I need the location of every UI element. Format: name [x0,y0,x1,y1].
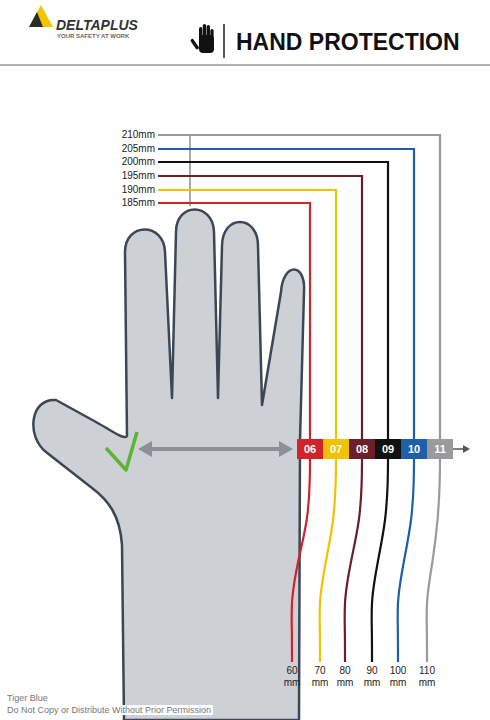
width-label: 100 mm [390,665,407,688]
size-box: 08 [349,439,375,459]
size-box: 11 [427,439,453,459]
size-box: 10 [401,439,427,459]
length-label: 190mm [122,184,155,196]
width-label: 70 mm [312,665,329,688]
page-title: HAND PROTECTION [236,29,460,55]
brand-tagline: YOUR SAFETY AT WORK [57,33,129,40]
size-number: 07 [330,444,342,455]
length-label: 210mm [122,129,155,141]
brand-name: DELTAPLUS [56,17,138,33]
width-label: 60 mm [284,665,301,688]
hand-icon [190,24,214,53]
size-line [158,162,388,662]
size-number: 08 [356,444,368,455]
length-label: 205mm [122,143,155,155]
size-number: 06 [304,444,316,455]
header-divider [223,24,225,58]
size-number: 10 [408,444,420,455]
palm-width-arrow [138,441,293,457]
size-box: 06 [297,439,323,459]
finger-length-leader [190,135,191,206]
size-line [158,149,414,662]
size-box: 09 [375,439,401,459]
size-box: 07 [323,439,349,459]
copyright-note: Do Not Copy or Distribute Without Prior … [5,705,213,715]
size-line [158,203,310,662]
thumb-crotch-marker [106,432,137,470]
size-number: 09 [382,444,394,455]
width-label: 110 mm [419,665,436,688]
logo-triangle-dark [29,12,43,27]
product-name: Tiger Blue [5,693,50,703]
size-arrow [453,445,470,453]
length-label: 195mm [122,170,155,182]
glove-outline [33,210,304,720]
logo-triangle [29,5,53,27]
length-label: 185mm [122,197,155,209]
size-line [158,190,336,662]
header-rule [0,64,490,66]
width-label: 80 mm [337,665,354,688]
width-label: 90 mm [364,665,381,688]
size-line [158,135,440,662]
length-label: 200mm [122,156,155,168]
size-line [158,176,362,662]
size-number: 11 [434,444,446,455]
